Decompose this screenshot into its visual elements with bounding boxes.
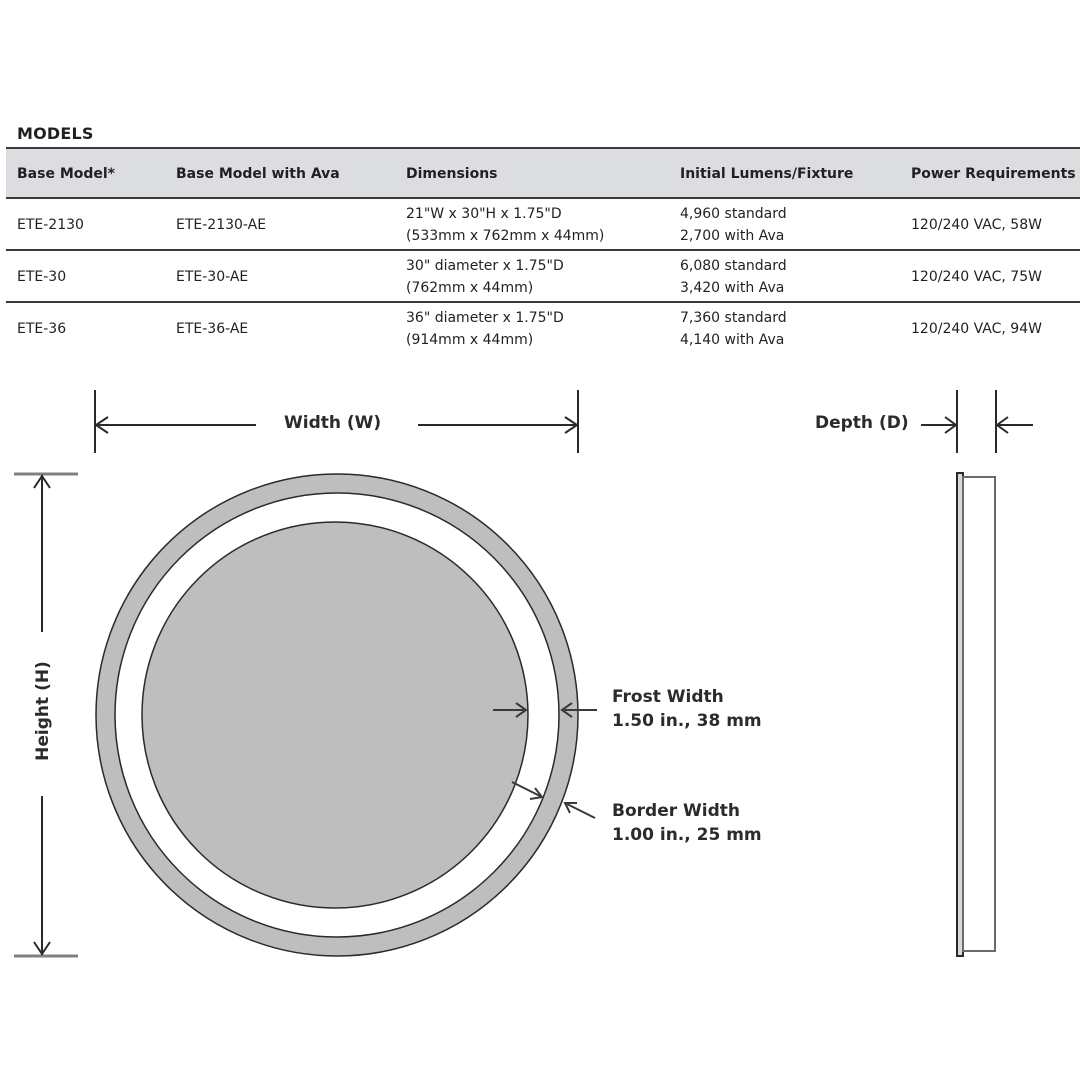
cell-dimensions: 21"W x 30"H x 1.75"D (533mm x 762mm x 44m… [406, 203, 604, 247]
lumens-ava: 4,140 with Ava [680, 332, 785, 348]
table-row: ETE-2130 ETE-2130-AE 21"W x 30"H x 1.75"… [6, 199, 1080, 251]
cell-power: 120/240 VAC, 75W [911, 269, 1042, 285]
cell-lumens: 7,360 standard 4,140 with Ava [680, 307, 787, 351]
cell-ava-model: ETE-36-AE [176, 321, 249, 337]
lumens-ava: 3,420 with Ava [680, 280, 785, 296]
header-power: Power Requirements [911, 166, 1076, 182]
height-label: Height (H) [33, 661, 53, 761]
frost-width-title: Frost Width [612, 687, 724, 707]
depth-dimension-line [921, 390, 1033, 453]
cell-power: 120/240 VAC, 94W [911, 321, 1042, 337]
header-base-model: Base Model* [17, 166, 116, 182]
cell-power: 120/240 VAC, 58W [911, 217, 1042, 233]
frost-width-value: 1.50 in., 38 mm [612, 711, 762, 731]
dimensions-imperial: 36" diameter x 1.75"D [406, 310, 564, 326]
cell-dimensions: 30" diameter x 1.75"D (762mm x 44mm) [406, 255, 564, 299]
table-header: Base Model* Base Model with Ava Dimensio… [6, 147, 1080, 199]
dimensions-imperial: 21"W x 30"H x 1.75"D [406, 206, 562, 222]
depth-label: Depth (D) [815, 413, 909, 433]
lumens-standard: 7,360 standard [680, 310, 787, 326]
mirror-front-view [95, 473, 579, 957]
dimensions-metric: (914mm x 44mm) [406, 332, 534, 348]
cell-base-model: ETE-2130 [17, 217, 84, 233]
header-dimensions: Dimensions [406, 166, 498, 182]
frost-width-arrows [493, 702, 597, 718]
cell-ava-model: ETE-2130-AE [176, 217, 267, 233]
cell-base-model: ETE-36 [17, 321, 67, 337]
lumens-standard: 6,080 standard [680, 258, 787, 274]
dimensions-metric: (762mm x 44mm) [406, 280, 534, 296]
header-base-model-ava: Base Model with Ava [176, 166, 340, 182]
header-lumens: Initial Lumens/Fixture [680, 166, 854, 182]
width-dimension-line [94, 390, 579, 453]
border-width-title: Border Width [612, 801, 740, 821]
border-width-arrows [511, 781, 596, 819]
cell-ava-model: ETE-30-AE [176, 269, 249, 285]
cell-base-model: ETE-30 [17, 269, 67, 285]
lumens-ava: 2,700 with Ava [680, 228, 785, 244]
mirror-side-profile [956, 472, 996, 957]
lumens-standard: 4,960 standard [680, 206, 787, 222]
dimensions-imperial: 30" diameter x 1.75"D [406, 258, 564, 274]
frost-width-callout: Frost Width 1.50 in., 38 mm [612, 685, 762, 733]
cell-lumens: 4,960 standard 2,700 with Ava [680, 203, 787, 247]
section-title: MODELS [17, 124, 94, 143]
dimensions-metric: (533mm x 762mm x 44mm) [406, 228, 605, 244]
cell-lumens: 6,080 standard 3,420 with Ava [680, 255, 787, 299]
border-width-value: 1.00 in., 25 mm [612, 825, 762, 845]
border-width-callout: Border Width 1.00 in., 25 mm [612, 799, 762, 847]
cell-dimensions: 36" diameter x 1.75"D (914mm x 44mm) [406, 307, 564, 351]
width-label: Width (W) [284, 413, 382, 433]
table-row: ETE-36 ETE-36-AE 36" diameter x 1.75"D (9… [6, 303, 1080, 355]
height-dimension-line [14, 472, 78, 958]
table-row: ETE-30 ETE-30-AE 30" diameter x 1.75"D (7… [6, 251, 1080, 303]
mirror-glass [141, 521, 529, 909]
